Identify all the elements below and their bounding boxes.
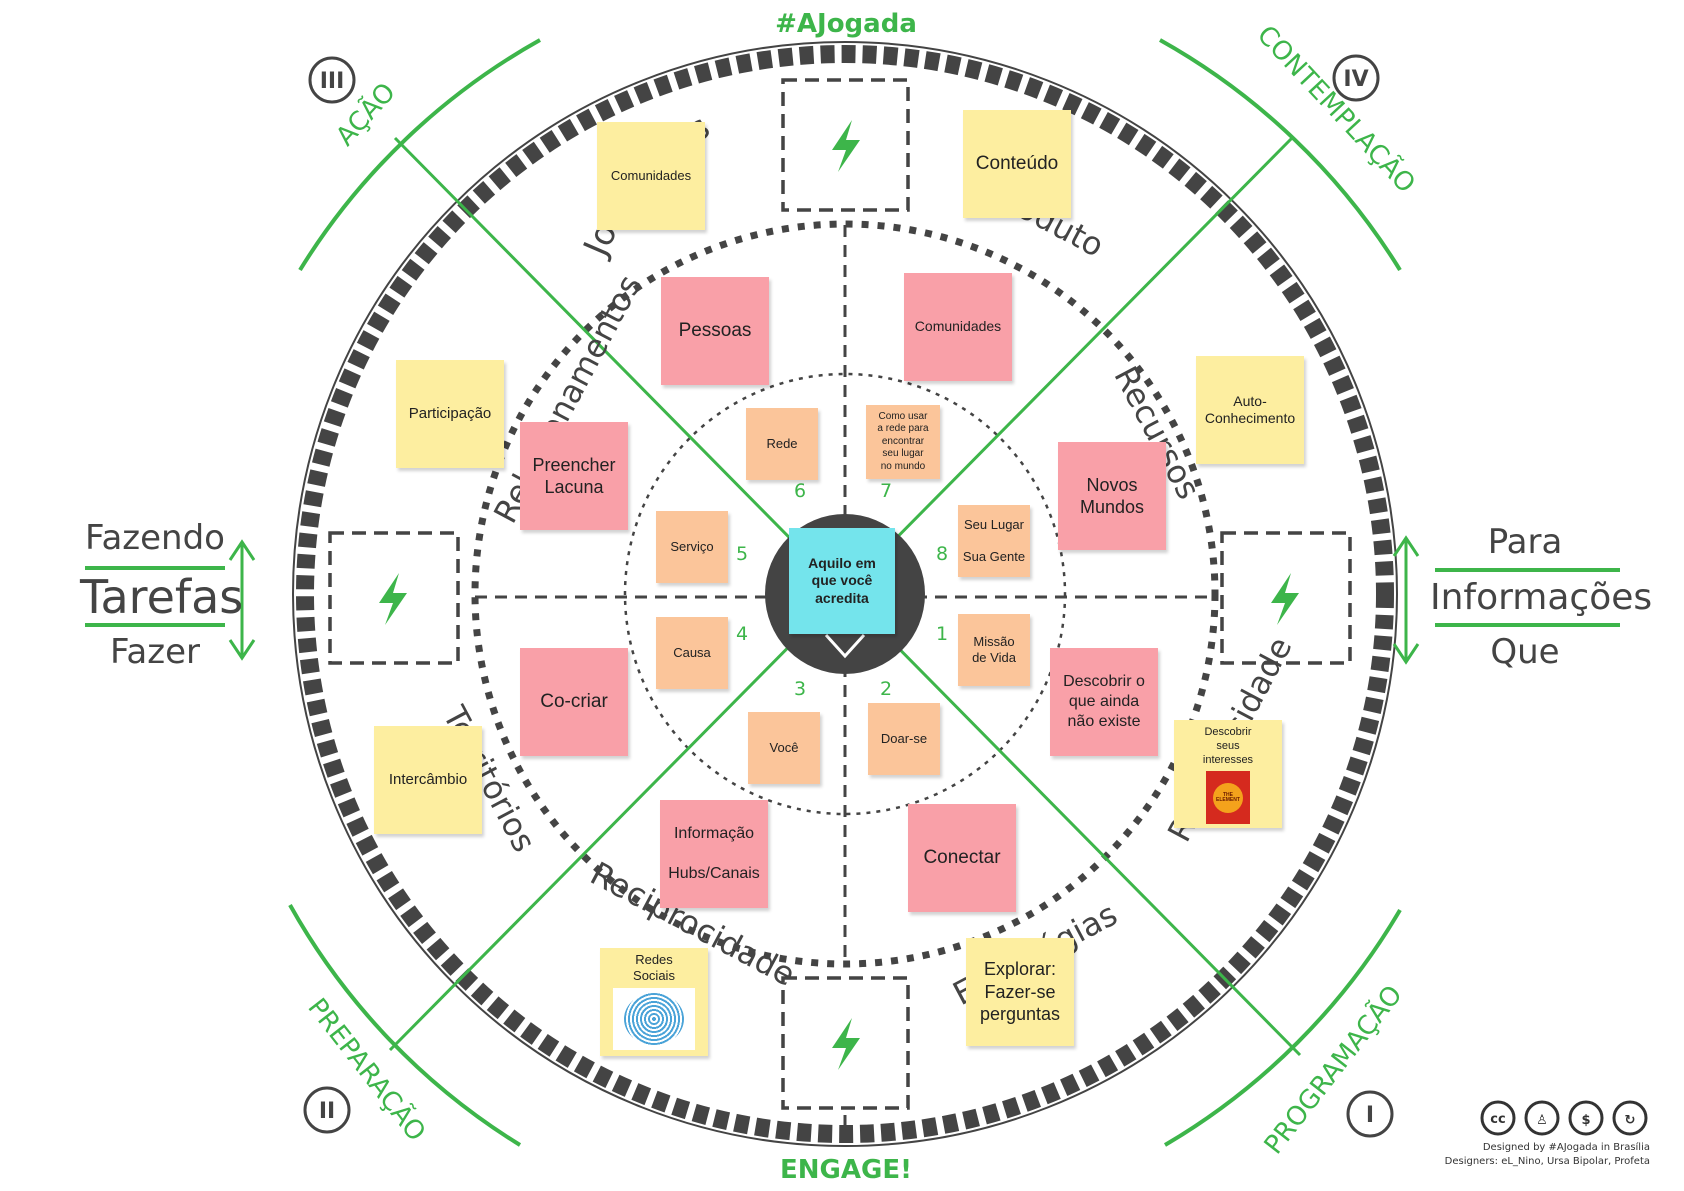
roman-programacao: I xyxy=(1366,1103,1374,1128)
credits-line1: Designed by #AJogada in Brasília xyxy=(1482,1142,1650,1153)
sector-number: 4 xyxy=(736,623,748,645)
outer-ring-edge xyxy=(292,41,1398,1147)
sector-number: 2 xyxy=(880,678,892,700)
lightning-icon xyxy=(379,120,1299,1070)
note-seu-lugar[interactable]: Seu Lugar Sua Gente xyxy=(958,505,1030,577)
note-participacao[interactable]: Participação xyxy=(396,360,504,468)
right-panel-top: Para xyxy=(1487,522,1563,562)
center-note[interactable]: Aquilo em que você acredita xyxy=(789,528,895,634)
note-doar-se[interactable]: Doar-se xyxy=(868,703,940,775)
sector-number: 8 xyxy=(936,543,948,565)
lightning-boxes xyxy=(328,78,1352,1110)
middle-ring xyxy=(471,220,1219,968)
left-panel-bottom: Fazer xyxy=(109,632,200,672)
book-cover-emblem: THE ELEMENT xyxy=(1213,782,1243,813)
credits-line2: Designers: eL_Nino, Ursa Bipolar, Profet… xyxy=(1444,1155,1650,1167)
note-comunidades-yellow[interactable]: Comunidades xyxy=(597,122,705,230)
roman-preparacao: II xyxy=(319,1099,335,1124)
note-como-usar[interactable]: Como usar a rede para encontrar seu luga… xyxy=(866,405,940,479)
left-panel-middle: Tarefas xyxy=(80,570,244,624)
panel-lines xyxy=(85,566,1620,627)
hub-chevron xyxy=(824,633,866,659)
roman-contemplacao: IV xyxy=(1343,67,1368,92)
note-descobrir-nao-existe[interactable]: Descobrir o que ainda não existe xyxy=(1050,648,1158,756)
note-descobrir-interesses[interactable]: Descobrir seus interesses THE ELEMENT xyxy=(1174,720,1282,828)
note-conectar[interactable]: Conectar xyxy=(908,804,1016,912)
crowd-circle-graphic xyxy=(624,992,684,1045)
note-servico[interactable]: Serviço xyxy=(656,511,728,583)
note-pessoas[interactable]: Pessoas xyxy=(661,277,769,385)
note-redes-sociais-text: Redes Sociais xyxy=(633,952,675,984)
note-explorar[interactable]: Explorar: Fazer-se perguntas xyxy=(966,938,1074,1046)
sector-number: 3 xyxy=(794,678,806,700)
cc-glyph: cc xyxy=(1490,1112,1505,1127)
credits: Designed by #AJogada in Brasília Designe… xyxy=(1380,1141,1650,1168)
note-informacao-hubs[interactable]: Informação Hubs/Canais xyxy=(660,800,768,908)
roman-acao: III xyxy=(320,69,345,94)
sector-number: 7 xyxy=(880,480,892,502)
sector-number: 1 xyxy=(936,623,948,645)
book-cover-image: THE ELEMENT xyxy=(1206,771,1250,824)
note-conteudo[interactable]: Conteúdo xyxy=(963,110,1071,218)
note-voce[interactable]: Você xyxy=(748,712,820,784)
note-missao[interactable]: Missão de Vida xyxy=(958,614,1030,686)
phase-contemplacao: CONTEMPLAÇÃO xyxy=(1251,19,1422,199)
note-intercambio[interactable]: Intercâmbio xyxy=(374,726,482,834)
note-causa[interactable]: Causa xyxy=(656,617,728,689)
note-descobrir-interesses-text: Descobrir seus interesses xyxy=(1202,726,1254,766)
note-auto-conhecimento[interactable]: Auto- Conhecimento xyxy=(1196,356,1304,464)
sector-numbers: 1 2 3 4 5 6 7 8 xyxy=(736,480,948,700)
left-panel-top: Fazendo xyxy=(85,518,225,558)
note-preencher-lacuna[interactable]: Preencher Lacuna xyxy=(520,422,628,530)
note-rede[interactable]: Rede xyxy=(746,408,818,480)
sector-number: 6 xyxy=(794,480,806,502)
note-co-criar[interactable]: Co-criar xyxy=(520,648,628,756)
roman-circles xyxy=(303,54,1394,1138)
nc-glyph: $ xyxy=(1581,1113,1590,1128)
top-tag: #AJogada xyxy=(775,9,917,39)
outer-ring xyxy=(296,45,1394,1143)
bottom-tag: ENGAGE! xyxy=(780,1155,912,1185)
inner-ring xyxy=(623,372,1067,816)
crowd-image xyxy=(613,987,695,1050)
right-panel-bottom: Que xyxy=(1490,632,1560,672)
phase-arcs xyxy=(288,38,1402,1147)
note-redes-sociais[interactable]: Redes Sociais xyxy=(600,948,708,1056)
up-down-arrow-icon xyxy=(228,535,1420,665)
note-comunidades-pink[interactable]: Comunidades xyxy=(904,273,1012,381)
sector-number: 5 xyxy=(736,543,748,565)
creative-commons-icon xyxy=(1480,1100,1648,1136)
book-cover-title: THE ELEMENT xyxy=(1216,791,1240,803)
note-novos-mundos[interactable]: Novos Mundos xyxy=(1058,442,1166,550)
by-glyph: ♙ xyxy=(1536,1113,1548,1128)
sa-glyph: ↻ xyxy=(1625,1113,1636,1128)
right-panel-middle: Informações xyxy=(1430,577,1653,618)
